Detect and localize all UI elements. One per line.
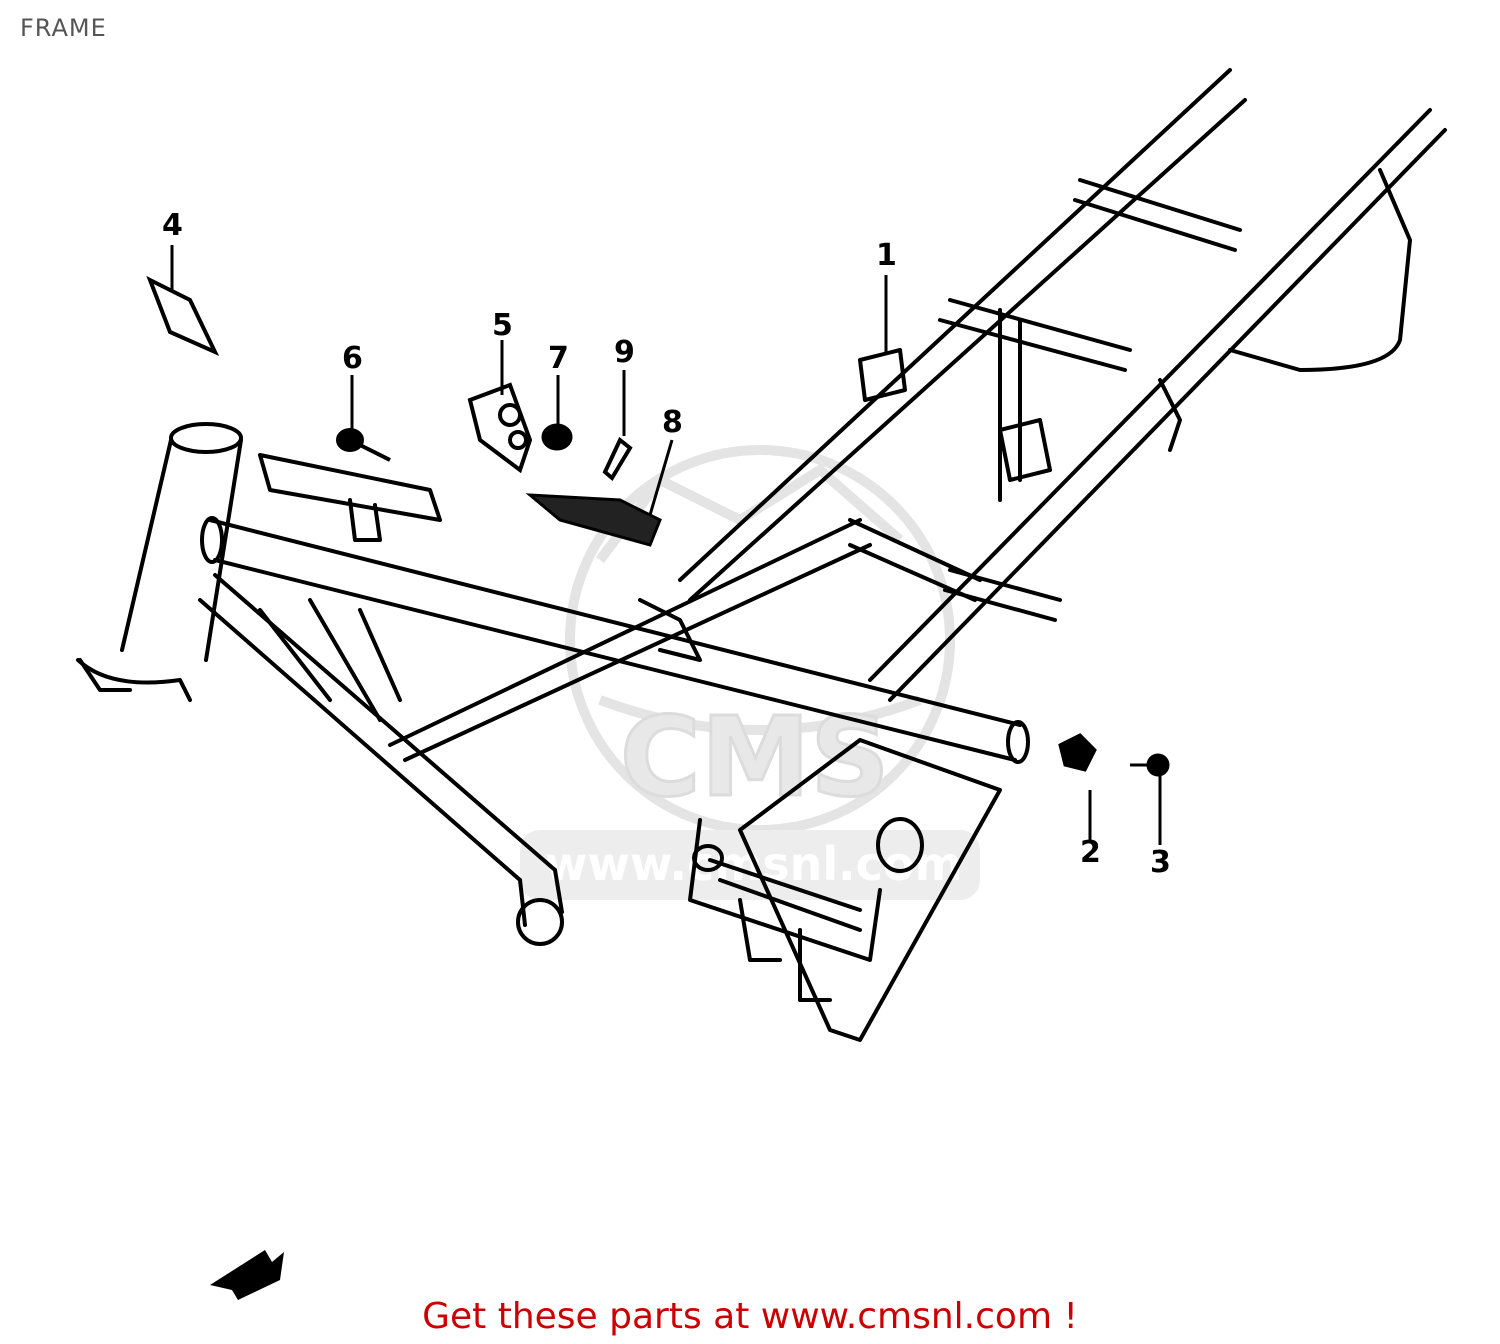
watermark: CMS www.cmsnl.com: [520, 445, 980, 900]
steering-head-top: [169, 422, 243, 454]
rear-cross-member-1: [1073, 178, 1242, 252]
upper-backbone: [678, 68, 1247, 602]
part-5-bracket: [467, 382, 533, 474]
rear-cross-member-2: [938, 298, 1132, 372]
callout-4: 4: [162, 208, 183, 243]
part-2-washer: [1058, 733, 1097, 772]
down-tube: [198, 573, 557, 882]
part-4-plate: [146, 275, 220, 357]
callout-2: 2: [1080, 835, 1101, 870]
main-top-tube: [208, 518, 1022, 762]
callout-6: 6: [342, 341, 363, 376]
part-9-screw: [602, 436, 633, 482]
callout-8: 8: [662, 405, 683, 440]
part-8-rubber: [525, 493, 662, 547]
frame-drawing: [76, 68, 1447, 1042]
steering-head-tube: [120, 438, 243, 662]
part-6-bolt: [336, 428, 391, 462]
part-3-bolt: [1130, 753, 1170, 777]
down-tube-end: [516, 898, 564, 946]
callout-1: 1: [876, 238, 897, 273]
callout-7: 7: [548, 341, 569, 376]
side-bracket-left: [258, 453, 442, 522]
watermark-brand: CMS: [620, 693, 889, 821]
callout-5: 5: [492, 308, 513, 343]
footer-link-text[interactable]: Get these parts at www.cmsnl.com !: [422, 1296, 1078, 1337]
leader-lines: [170, 245, 1162, 845]
rear-frame-plate: [738, 738, 1002, 1042]
cross-brace: [388, 518, 872, 762]
part-7-nut: [541, 423, 573, 451]
callout-9: 9: [614, 335, 635, 370]
callout-3: 3: [1150, 845, 1171, 880]
swingarm-pivot: [876, 817, 924, 873]
right-rail: [868, 108, 1447, 702]
page-title: FRAME: [20, 14, 107, 42]
front-direction-arrow-icon: [210, 1250, 284, 1300]
grab-rail: [1228, 168, 1412, 372]
